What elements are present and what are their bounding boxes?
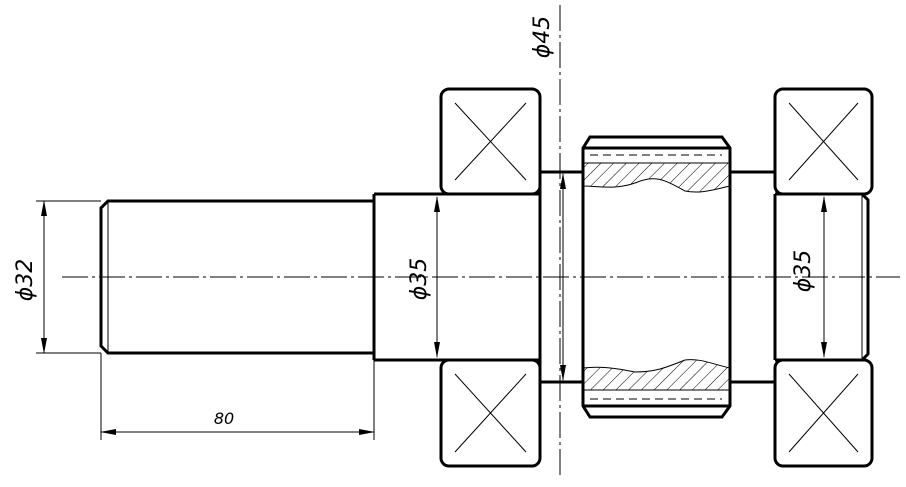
bearing-top-left xyxy=(439,87,542,196)
gear xyxy=(581,135,732,419)
dimension-d35-right: ϕ35 xyxy=(791,196,827,358)
dimension-label-d35-left: ϕ35 xyxy=(407,258,432,301)
bearing-bottom-left xyxy=(439,358,542,468)
shaft-section-gear-seat xyxy=(538,170,775,384)
dimension-d45: ϕ45 xyxy=(530,16,566,381)
dimension-label-d32: ϕ32 xyxy=(13,259,38,302)
dimension-length-80: 80 xyxy=(100,353,375,440)
bearing-top-right xyxy=(773,87,874,196)
bearing-bottom-right xyxy=(773,358,874,468)
dimension-d32: ϕ32 xyxy=(13,200,101,354)
dimension-label-d35-right: ϕ35 xyxy=(791,250,816,293)
dimension-d35-left: ϕ35 xyxy=(407,196,440,358)
dimension-label-d45: ϕ45 xyxy=(530,16,555,59)
dimension-label-80: 80 xyxy=(214,409,234,428)
gear-section-hatch-bottom xyxy=(582,359,731,391)
gear-section-hatch-top xyxy=(582,162,731,193)
